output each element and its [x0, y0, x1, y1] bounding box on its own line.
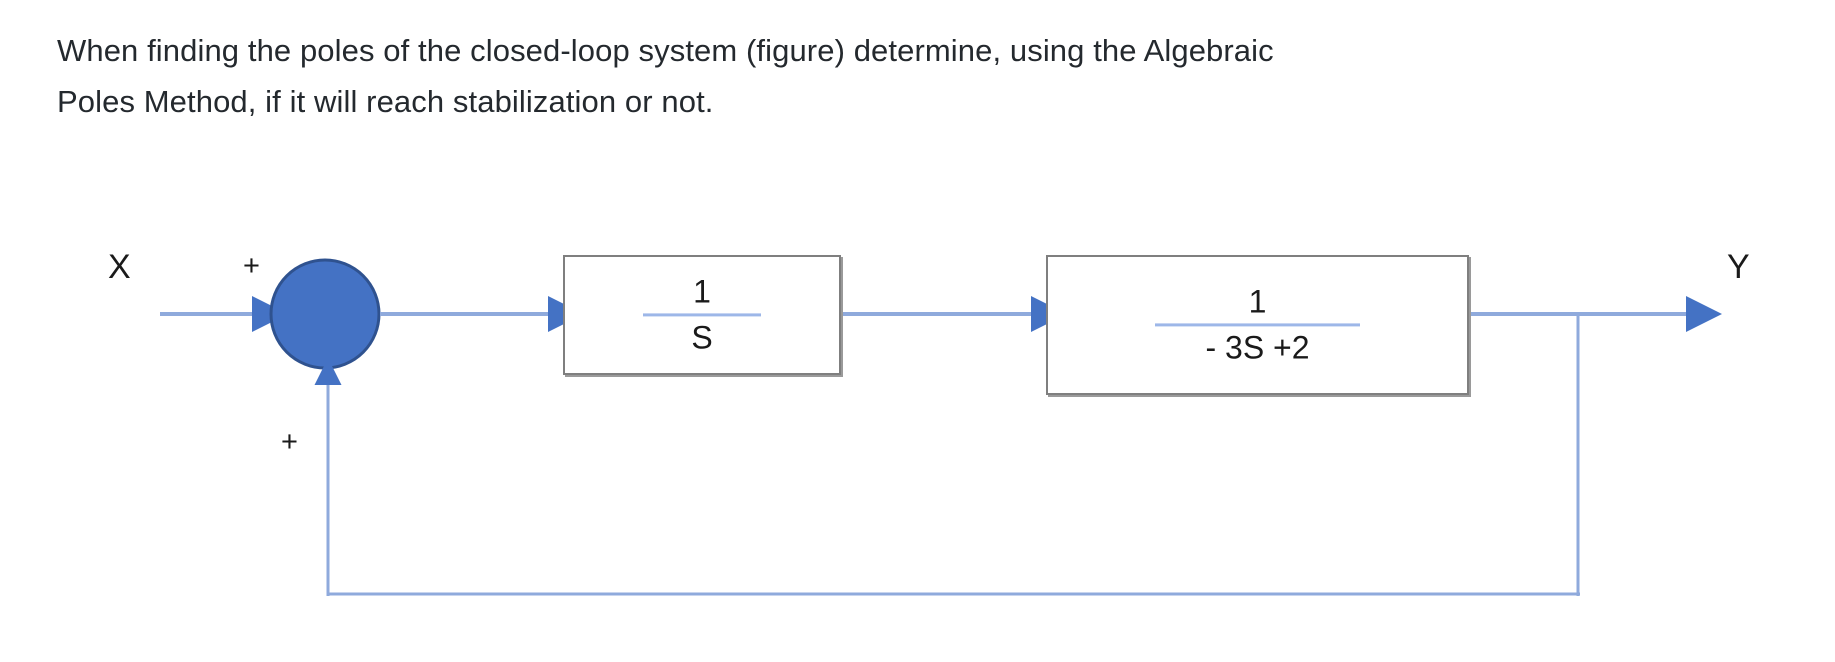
input-sign-plus: +	[243, 250, 260, 282]
integrator-fraction-bar	[643, 313, 761, 316]
question-line-2: Poles Method, if it will reach stabiliza…	[57, 83, 714, 119]
plant-fraction-bar	[1155, 323, 1360, 326]
input-label-x: X	[108, 248, 131, 286]
diagram-canvas	[160, 258, 1722, 596]
integrator-numerator: 1	[693, 273, 711, 310]
output-label-y: Y	[1727, 248, 1750, 286]
plant-numerator: 1	[1248, 283, 1267, 320]
plant-denominator: - 3S +2	[1205, 329, 1310, 365]
integrator-block: 1 S	[563, 255, 841, 375]
integrator-transfer-function: 1 S	[565, 275, 839, 354]
feedback-sign-plus: +	[281, 426, 298, 458]
plant-transfer-function: 1 - 3S +2	[1048, 285, 1467, 364]
question-text: When finding the poles of the closed-loo…	[57, 26, 1817, 127]
integrator-denominator: S	[691, 319, 713, 355]
block-diagram: X Y + + 1 S 1 - 3S +2	[0, 200, 1835, 662]
plant-block: 1 - 3S +2	[1046, 255, 1469, 395]
summing-junction	[269, 258, 381, 370]
question-line-1: When finding the poles of the closed-loo…	[57, 33, 1274, 68]
